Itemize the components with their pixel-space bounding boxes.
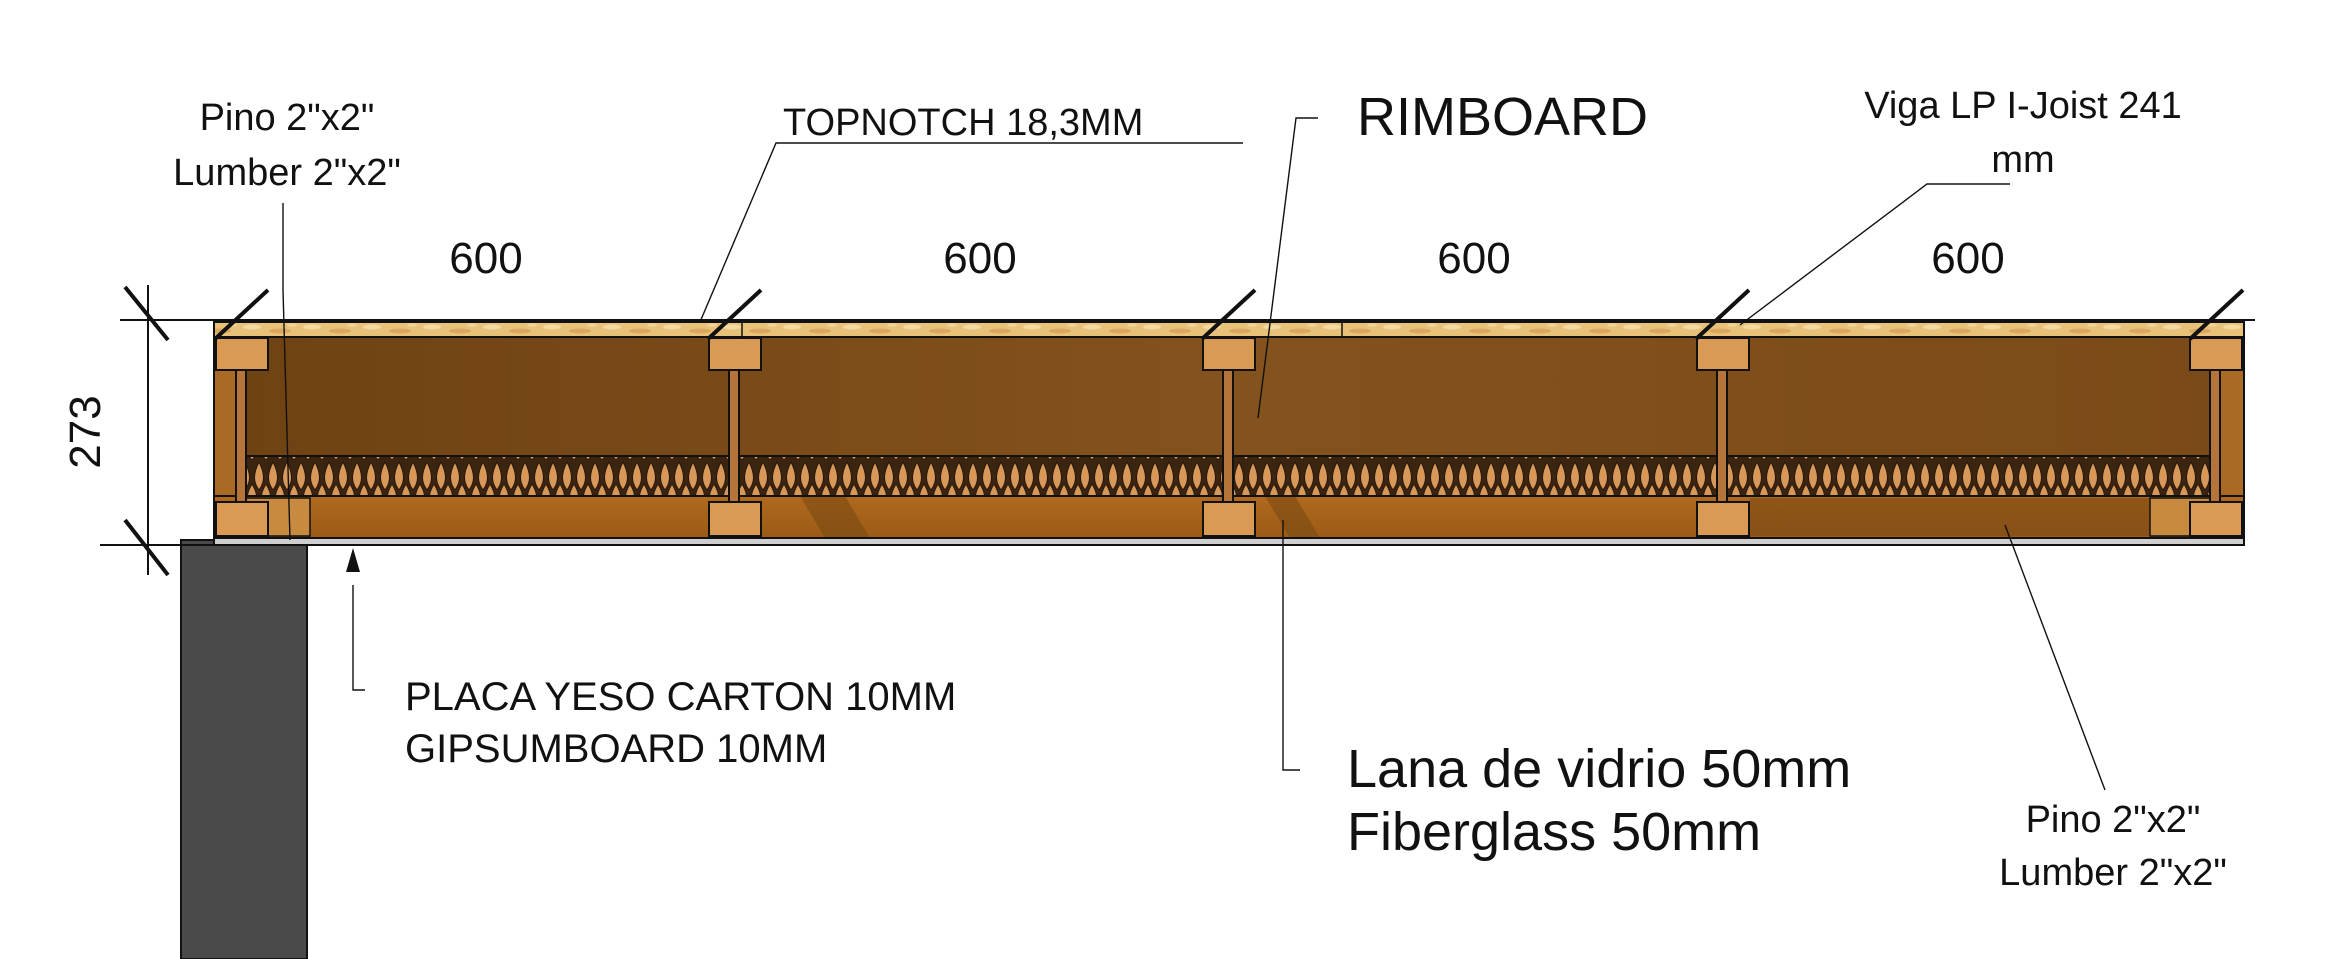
dimension-line-top bbox=[120, 288, 2255, 341]
wall bbox=[180, 539, 308, 959]
label-topnotch: TOPNOTCH 18,3MM bbox=[783, 102, 1143, 144]
label-gipsumboard: GIPSUMBOARD 10MM bbox=[405, 727, 827, 771]
leader-lines bbox=[282, 117, 2106, 791]
label-rimboard: RIMBOARD bbox=[1357, 87, 1648, 147]
label-pino-top: Pino 2"x2" bbox=[200, 97, 375, 139]
label-viga: Viga LP I-Joist 241 bbox=[1864, 85, 2182, 127]
i-joist bbox=[708, 337, 762, 537]
i-joist bbox=[1696, 337, 1750, 537]
i-joist bbox=[1202, 337, 1256, 537]
dim-span-3: 600 bbox=[1437, 234, 1510, 283]
dim-height: 273 bbox=[61, 395, 110, 468]
label-lumber-top: Lumber 2"x2" bbox=[173, 152, 401, 194]
label-lana-vidrio: Lana de vidrio 50mm bbox=[1347, 739, 1851, 799]
label-placa-yeso: PLACA YESO CARTON 10MM bbox=[405, 675, 956, 719]
dim-span-1: 600 bbox=[449, 234, 522, 283]
label-viga-mm: mm bbox=[1991, 139, 2054, 181]
dim-span-2: 600 bbox=[943, 234, 1016, 283]
label-lumber-bottom: Lumber 2"x2" bbox=[1999, 852, 2227, 894]
dim-span-4: 600 bbox=[1931, 234, 2004, 283]
i-joist bbox=[215, 337, 269, 537]
osb-topnotch bbox=[213, 321, 2245, 338]
label-pino-bottom: Pino 2"x2" bbox=[2026, 799, 2201, 841]
label-fiberglass: Fiberglass 50mm bbox=[1347, 802, 1761, 862]
arrowhead bbox=[346, 548, 360, 572]
dimension-line-left bbox=[100, 285, 214, 577]
gypsum-board bbox=[213, 537, 2245, 546]
i-joist bbox=[2189, 337, 2243, 537]
